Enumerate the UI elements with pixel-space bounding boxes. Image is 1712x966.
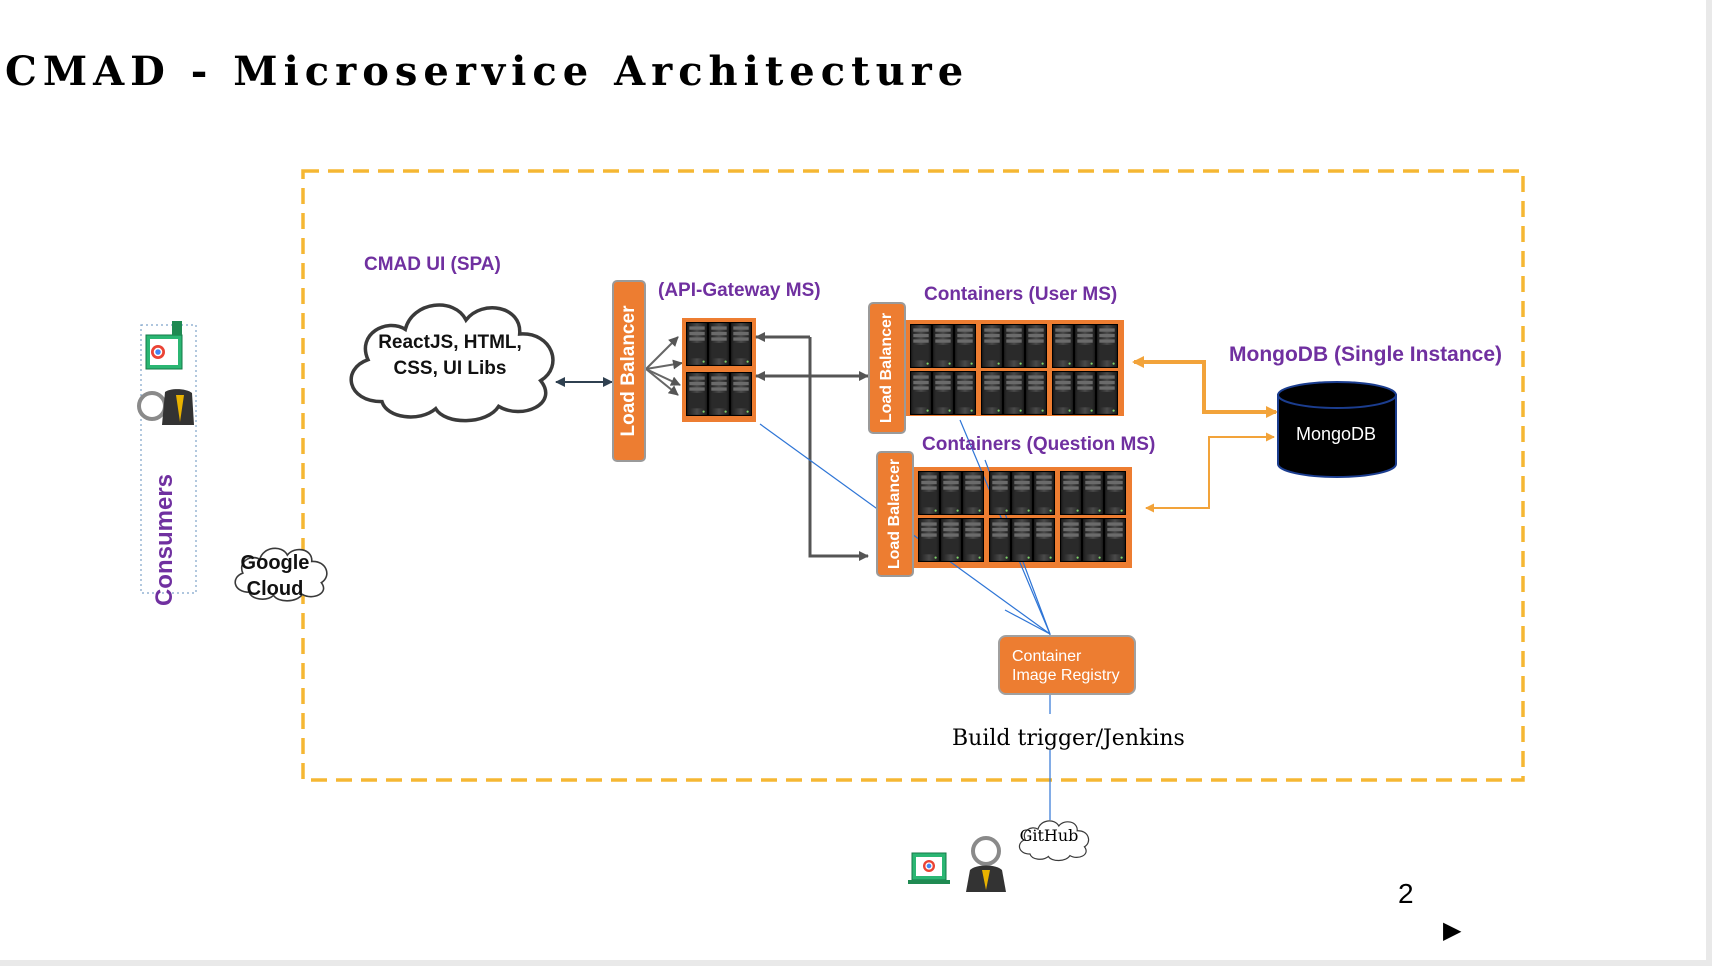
- google-cloud-text: Google Cloud: [236, 550, 314, 602]
- slide-title: CMAD - Microservice Architecture: [5, 48, 970, 95]
- server-rack-icon: [1060, 518, 1126, 562]
- ui-cloud-line2: CSS, UI Libs: [393, 358, 507, 379]
- gateway-fan-arrows: [645, 336, 683, 396]
- question-ms-title: Containers (Question MS): [922, 434, 1156, 455]
- next-slide-button[interactable]: ▶: [1443, 917, 1462, 944]
- user-ms-title: Containers (User MS): [924, 284, 1118, 305]
- gateway-lb-label: Load Balancer: [618, 305, 639, 437]
- routing-arrows: [755, 332, 869, 561]
- mongodb-label: MongoDB: [1295, 424, 1377, 444]
- gateway-server-group: [682, 318, 756, 422]
- server-rack-icon: [989, 471, 1055, 515]
- page-number: 2: [1398, 878, 1414, 909]
- registry-line2: Image Registry: [1012, 667, 1120, 684]
- server-rack-icon: [1052, 324, 1118, 368]
- server-rack-icon: [1060, 471, 1126, 515]
- question-ms-load-balancer: Load Balancer: [876, 451, 914, 577]
- google-cloud-boundary: [301, 169, 1525, 782]
- server-rack-icon: [918, 471, 984, 515]
- server-rack-icon: [910, 371, 976, 415]
- developer-laptop-icon: [908, 852, 950, 884]
- mongodb-cylinder-icon: [1277, 381, 1397, 478]
- consumers-box: [140, 324, 197, 594]
- slide-edge-right: [1706, 0, 1712, 966]
- server-rack-icon: [918, 518, 984, 562]
- laptop-chrome-icon: [145, 321, 183, 370]
- container-image-registry: Container Image Registry: [998, 635, 1136, 695]
- ui-title: CMAD UI (SPA): [364, 254, 501, 275]
- server-rack-icon: [981, 371, 1047, 415]
- registry-line1: Container: [1012, 648, 1082, 665]
- server-rack-icon: [981, 324, 1047, 368]
- server-rack-icon: [910, 324, 976, 368]
- google-cloud-line1: Google: [240, 552, 310, 574]
- consumers-label: Consumers: [151, 473, 178, 607]
- db-arrows: [1132, 356, 1278, 513]
- server-rack-icon: [1052, 371, 1118, 415]
- build-trigger-label: Build trigger/Jenkins: [952, 726, 1185, 751]
- user-lb-label: Load Balancer: [878, 312, 895, 424]
- google-cloud-line2: Cloud: [246, 578, 304, 600]
- github-label: GitHub: [1019, 826, 1079, 845]
- developer-user-icon: [966, 836, 1006, 892]
- user-ms-load-balancer: Load Balancer: [868, 302, 906, 434]
- mongodb-title: MongoDB (Single Instance): [1229, 343, 1502, 366]
- user-icon: [137, 389, 194, 425]
- question-lb-label: Load Balancer: [886, 458, 903, 570]
- gateway-title: (API-Gateway MS): [658, 280, 821, 301]
- ui-cloud-text: ReactJS, HTML, CSS, UI Libs: [370, 330, 530, 382]
- gateway-load-balancer: Load Balancer: [612, 280, 646, 462]
- slide-edge-bottom: [0, 960, 1712, 966]
- server-rack-icon: [989, 518, 1055, 562]
- ui-cloud-line1: ReactJS, HTML,: [378, 332, 522, 353]
